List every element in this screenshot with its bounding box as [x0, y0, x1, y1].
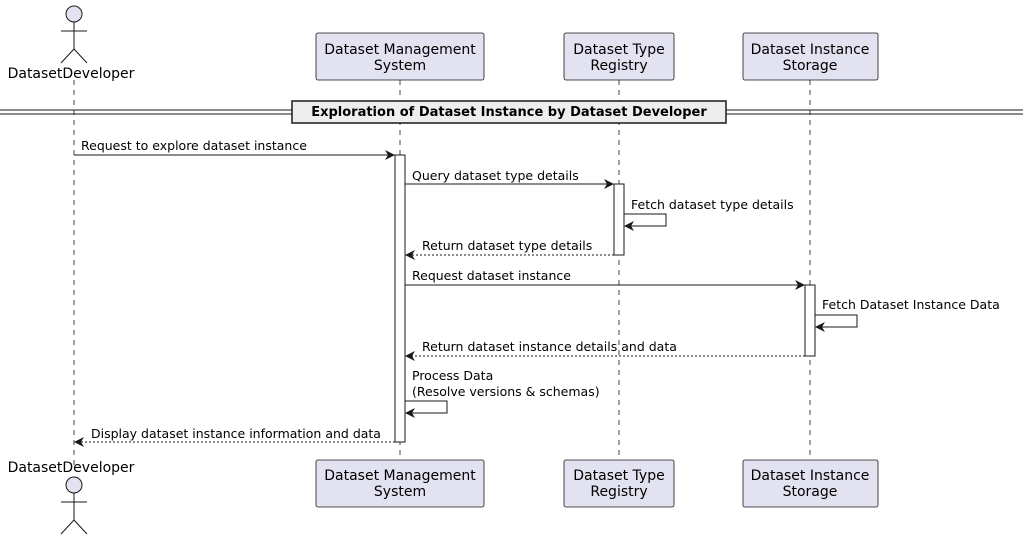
- participant-label-line1: Dataset Management: [324, 468, 476, 484]
- diagram-title: Exploration of Dataset Instance by Datas…: [311, 105, 707, 120]
- message-9-return: Display dataset instance information and…: [74, 426, 395, 447]
- participant-label-line2: System: [374, 58, 426, 74]
- message-label: Display dataset instance information and…: [91, 426, 381, 441]
- message-7-return: Return dataset instance details and data: [405, 339, 805, 361]
- actor-label: DatasetDeveloper: [8, 66, 135, 82]
- participant-dataset-instance-storage-top: Dataset Instance Storage: [742, 32, 879, 81]
- message-label: Request to explore dataset instance: [81, 138, 307, 153]
- activation-dms: [394, 154, 406, 443]
- participant-label-line2: Storage: [783, 58, 838, 74]
- participant-label-line1: Dataset Type: [573, 468, 664, 484]
- message-2: Query dataset type details: [405, 168, 614, 189]
- actor-dataset-developer-bottom: DatasetDeveloper: [8, 460, 135, 535]
- message-5: Request dataset instance: [405, 268, 805, 290]
- title-divider: Exploration of Dataset Instance by Datas…: [0, 100, 1023, 124]
- activation-dtr: [613, 183, 625, 256]
- message-label: Fetch Dataset Instance Data: [822, 297, 1000, 312]
- participant-label-line2: System: [374, 484, 426, 500]
- message-1: Request to explore dataset instance: [74, 138, 395, 160]
- message-6-self: Fetch Dataset Instance Data: [815, 297, 1000, 332]
- message-label: Return dataset instance details and data: [422, 339, 677, 354]
- message-label: Return dataset type details: [422, 238, 592, 253]
- participant-dataset-management-system-bottom: Dataset Management System: [315, 459, 485, 508]
- actor-stick-figure-icon: [60, 5, 88, 64]
- message-label-line2: (Resolve versions & schemas): [412, 384, 600, 399]
- actor-label: DatasetDeveloper: [8, 460, 135, 476]
- participant-label-line1: Dataset Instance: [751, 42, 870, 58]
- message-8-self: Process Data (Resolve versions & schemas…: [405, 368, 600, 418]
- message-label-line1: Process Data: [412, 368, 493, 383]
- activation-dis: [804, 284, 816, 357]
- title-box: [291, 100, 727, 124]
- participant-label-line1: Dataset Instance: [751, 468, 870, 484]
- participant-label-line1: Dataset Management: [324, 42, 476, 58]
- actor-dataset-developer-top: DatasetDeveloper: [8, 5, 135, 82]
- participant-label-line1: Dataset Type: [573, 42, 664, 58]
- message-4-return: Return dataset type details: [405, 238, 614, 260]
- participant-dataset-type-registry-top: Dataset Type Registry: [563, 32, 675, 81]
- message-label: Fetch dataset type details: [631, 197, 794, 212]
- message-label: Query dataset type details: [412, 168, 579, 183]
- participant-label-line2: Registry: [590, 58, 647, 74]
- message-3-self: Fetch dataset type details: [624, 197, 794, 231]
- activation-bars: [394, 154, 816, 443]
- message-label: Request dataset instance: [412, 268, 571, 283]
- actor-stick-figure-icon: [60, 476, 88, 535]
- participant-label-line2: Registry: [590, 484, 647, 500]
- participant-label-line2: Storage: [783, 484, 838, 500]
- participant-dataset-management-system-top: Dataset Management System: [315, 32, 485, 81]
- participant-dataset-instance-storage-bottom: Dataset Instance Storage: [742, 459, 879, 508]
- participant-dataset-type-registry-bottom: Dataset Type Registry: [563, 459, 675, 508]
